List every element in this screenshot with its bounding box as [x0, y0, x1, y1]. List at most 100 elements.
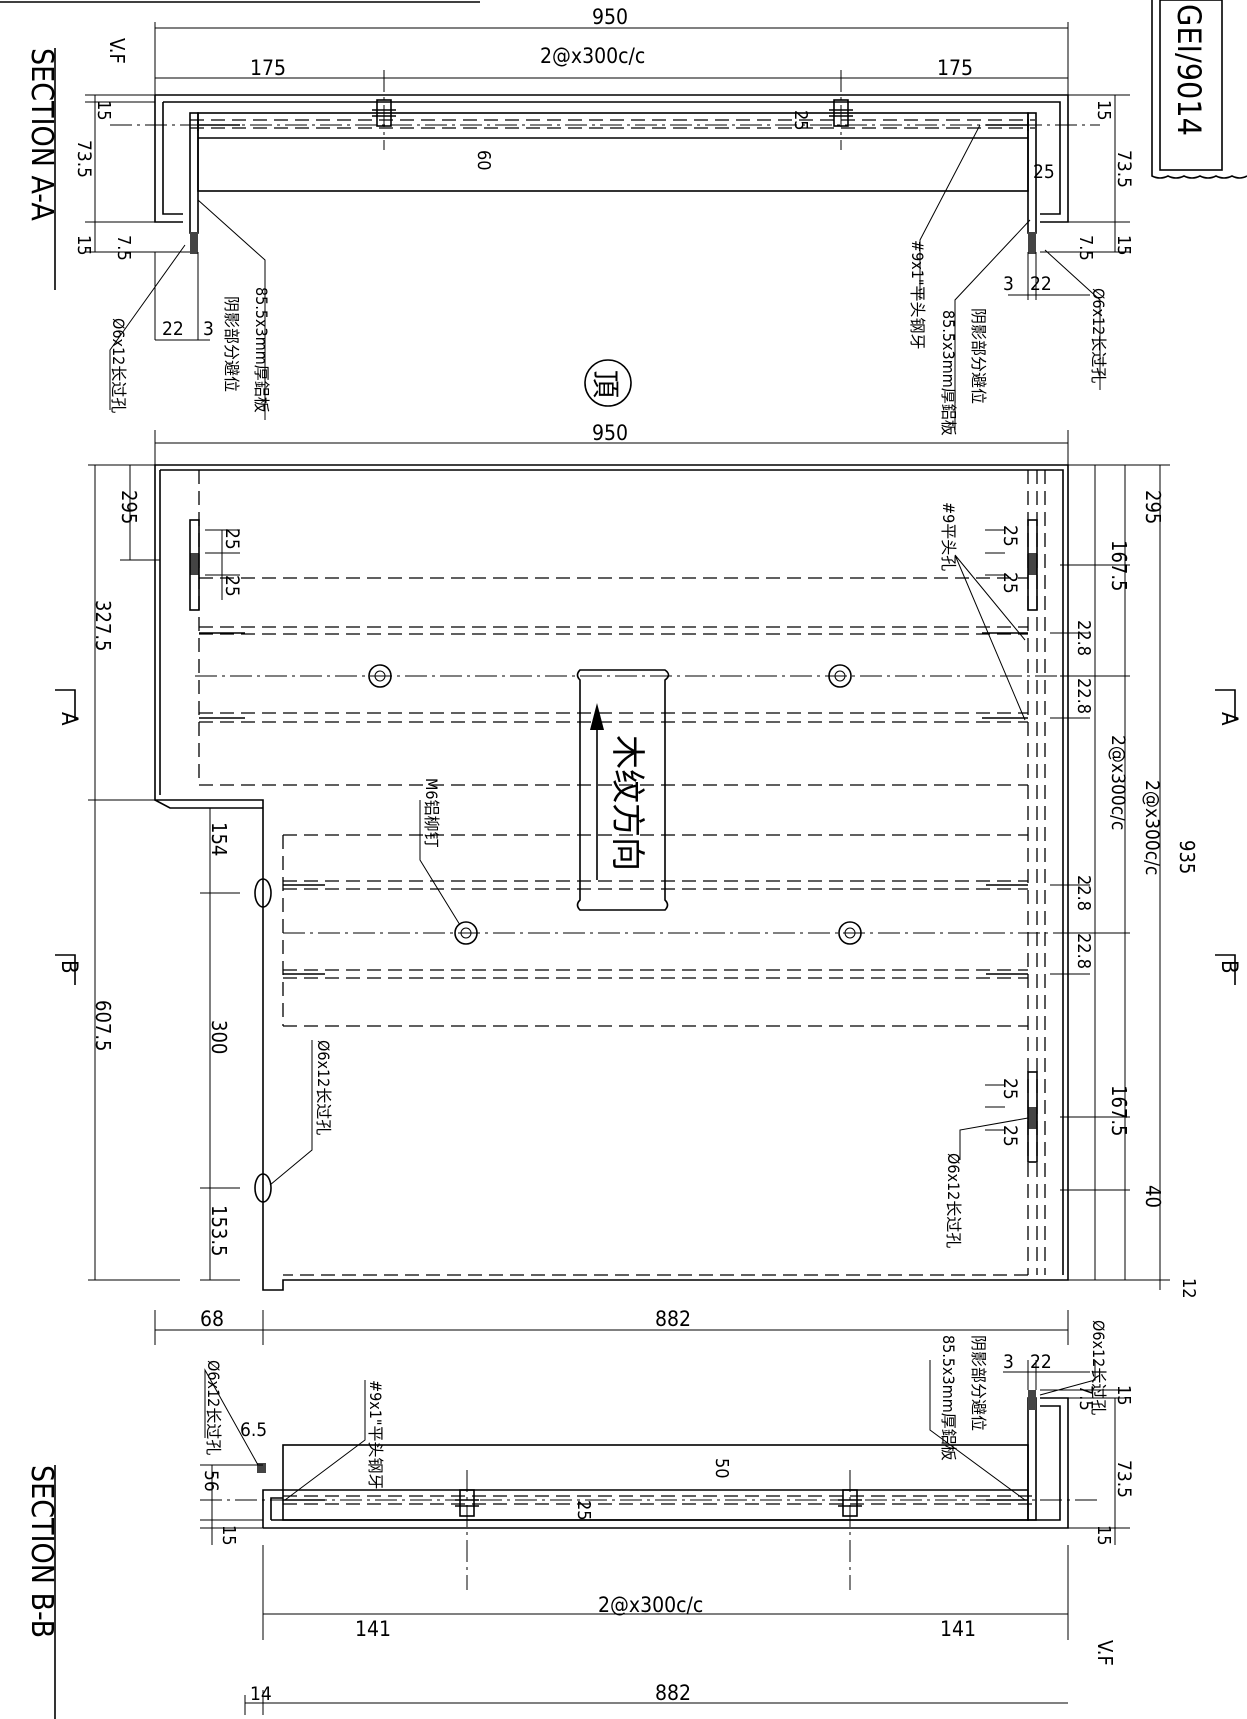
plan-rivet-4: [838, 921, 862, 945]
plan-hidden-lower: [282, 834, 1028, 1027]
plan-rivet-2: [828, 664, 852, 688]
section-b-right-dim: 141: [940, 1617, 976, 1641]
plan-slot-154: 154: [207, 822, 231, 856]
plan-right-centre-ticks: [1050, 632, 1090, 975]
sheet-code: GEI/9014: [1170, 4, 1208, 136]
section-a-right-hatch: [1028, 232, 1036, 254]
plan-slot-left-leader: [269, 1040, 313, 1186]
plan-slot-153-5: 153.5: [207, 1205, 231, 1257]
section-a-lip-7-5-right: 7.5: [1075, 235, 1096, 261]
plan-right-ticks: [1060, 564, 1130, 1191]
section-b-outer-profile: [262, 1397, 1069, 1529]
section-cut-b-right: [1215, 954, 1236, 985]
section-a-plate-note-right: 85.5x3mm厚鋁板: [939, 310, 958, 436]
top-marker-text: 頂: [589, 370, 622, 398]
plan-bottom-882: 882: [655, 1307, 691, 1331]
section-a-bottom-right-dims: [1008, 252, 1090, 300]
plan-small-25-b: 25: [221, 575, 243, 597]
plan-right-dim-935: 935: [1175, 840, 1199, 874]
plan-slot-note-left: Ø6x12长过孔: [314, 1040, 333, 1135]
section-a-left-plate: [189, 112, 199, 234]
section-b-inner-height: 50: [711, 1458, 732, 1479]
plan-slot-frame-right: [1027, 519, 1038, 611]
plan-right-small-25-b: 25: [999, 572, 1021, 594]
plan-left-dim-chain: [88, 464, 180, 1281]
section-b-hole-note-right: Ø6x12长过孔: [1089, 1320, 1108, 1415]
top-marker: [584, 359, 632, 407]
section-b-overall-line: [244, 1690, 1068, 1715]
section-mark-b-right: B: [1216, 960, 1241, 974]
plan-left-dim-327-5: 327.5: [91, 600, 115, 652]
section-a-hole-22-right: 22: [1030, 273, 1052, 295]
plan-countersink-leader: [954, 554, 1026, 721]
section-a-lip-7-5-left: 7.5: [113, 235, 134, 261]
plan-right-small-dims: [985, 529, 1005, 1131]
section-b-overall-dim: 882: [655, 1681, 691, 1705]
plan-countersink-note: #9平头孔: [939, 502, 958, 571]
section-cut-b-left: [55, 954, 76, 985]
plan-slot-right-lower: [1028, 1107, 1037, 1129]
section-a-hole-3-right: 3: [1003, 273, 1014, 295]
section-b-hole-leader-right: [1039, 1360, 1096, 1396]
section-b-depth-56: 56: [200, 1470, 222, 1492]
plan-outline: [154, 464, 1069, 1291]
section-a-a: [85, 22, 1130, 430]
section-a-lip-15-left: 15: [73, 235, 94, 256]
section-b-top-right-dims: [1003, 1360, 1090, 1390]
plan-right-dim-295: 295: [1141, 490, 1165, 524]
section-b-lip-15-top: 15: [1113, 1385, 1134, 1406]
section-a-outer-profile: [154, 94, 1069, 223]
section-a-title: SECTION A-A: [24, 48, 59, 221]
plan-right-small-25-c: 25: [999, 1078, 1021, 1100]
section-a-shadow-note-left: 阴影部分避位: [222, 296, 241, 392]
section-a-shadow-note-right: 阴影部分避位: [969, 308, 988, 404]
section-a-left-dims: [85, 94, 190, 253]
section-a-hole-note-right: Ø6x12长过孔: [1089, 288, 1108, 383]
section-b-left-dims: [200, 1464, 263, 1545]
section-b-plate-leader: [929, 1360, 1026, 1501]
section-a-depth-right: 73.5: [1113, 150, 1135, 188]
section-a-screw-note: #9x1"平头钢牙: [908, 240, 927, 350]
plan-slot-300: 300: [207, 1020, 231, 1054]
plan-view: 木纹方向: [55, 430, 1236, 1345]
section-b-flange-15-left: 15: [218, 1525, 239, 1546]
plan-right-small-25-d: 25: [999, 1125, 1021, 1147]
plan-slot-right-leader: [959, 1117, 1029, 1160]
section-a-overall-dim: 950: [592, 5, 628, 29]
plan-rivet-1: [368, 664, 392, 688]
section-b-right-dims: [1040, 1389, 1130, 1545]
plan-slot-dim-chain: [200, 808, 240, 1281]
section-b-lip-7-5: 7.5: [1075, 1385, 1096, 1411]
plan-bottom-68: 68: [200, 1307, 224, 1331]
plan-notch: [154, 799, 263, 809]
plan-right-dim-167-5-a: 167.5: [1107, 540, 1131, 592]
sheet-code-box: [1159, 0, 1223, 171]
section-mark-b-left: B: [56, 960, 81, 974]
section-mark-a-left: A: [56, 712, 81, 726]
section-b-pitch-dim: 2@x300c/c: [598, 1593, 703, 1617]
section-a-plate-leader: [197, 199, 266, 420]
section-cut-a-right: [1215, 689, 1236, 720]
section-b-screw-note: #9x1"平头钢牙: [366, 1380, 385, 1490]
section-a-plate-leader-right: [954, 219, 1031, 430]
section-a-hole-leader-right: [1044, 249, 1101, 390]
section-a-right-dim: 175: [937, 56, 973, 80]
plan-centre-22-8-c: 22.8: [1073, 875, 1094, 911]
section-b-screw-leader: [284, 1380, 366, 1501]
plan-right-dim-12: 12: [1178, 1278, 1199, 1299]
plan-slot-note-right: Ø6x12长过孔: [944, 1153, 963, 1248]
plan-centre-22-8-b: 22.8: [1073, 678, 1094, 714]
section-b-lip-25: 25: [573, 1500, 594, 1521]
section-b-depth-73-5: 73.5: [1113, 1460, 1135, 1498]
section-a-inner-height: 60: [473, 150, 494, 171]
plan-slot-hole-lower: [254, 1173, 272, 1203]
section-b-b: [200, 1360, 1130, 1715]
section-b-board: [282, 1444, 1029, 1521]
section-b-right-plate: [1027, 1397, 1037, 1521]
plan-rivet-3: [454, 921, 478, 945]
plan-inner-outline: [159, 469, 1064, 1275]
section-a-depth-left: 73.5: [73, 140, 95, 178]
plan-rivet-leader: [419, 800, 461, 926]
section-a-pitch-dim: 2@x300c/c: [540, 44, 645, 68]
